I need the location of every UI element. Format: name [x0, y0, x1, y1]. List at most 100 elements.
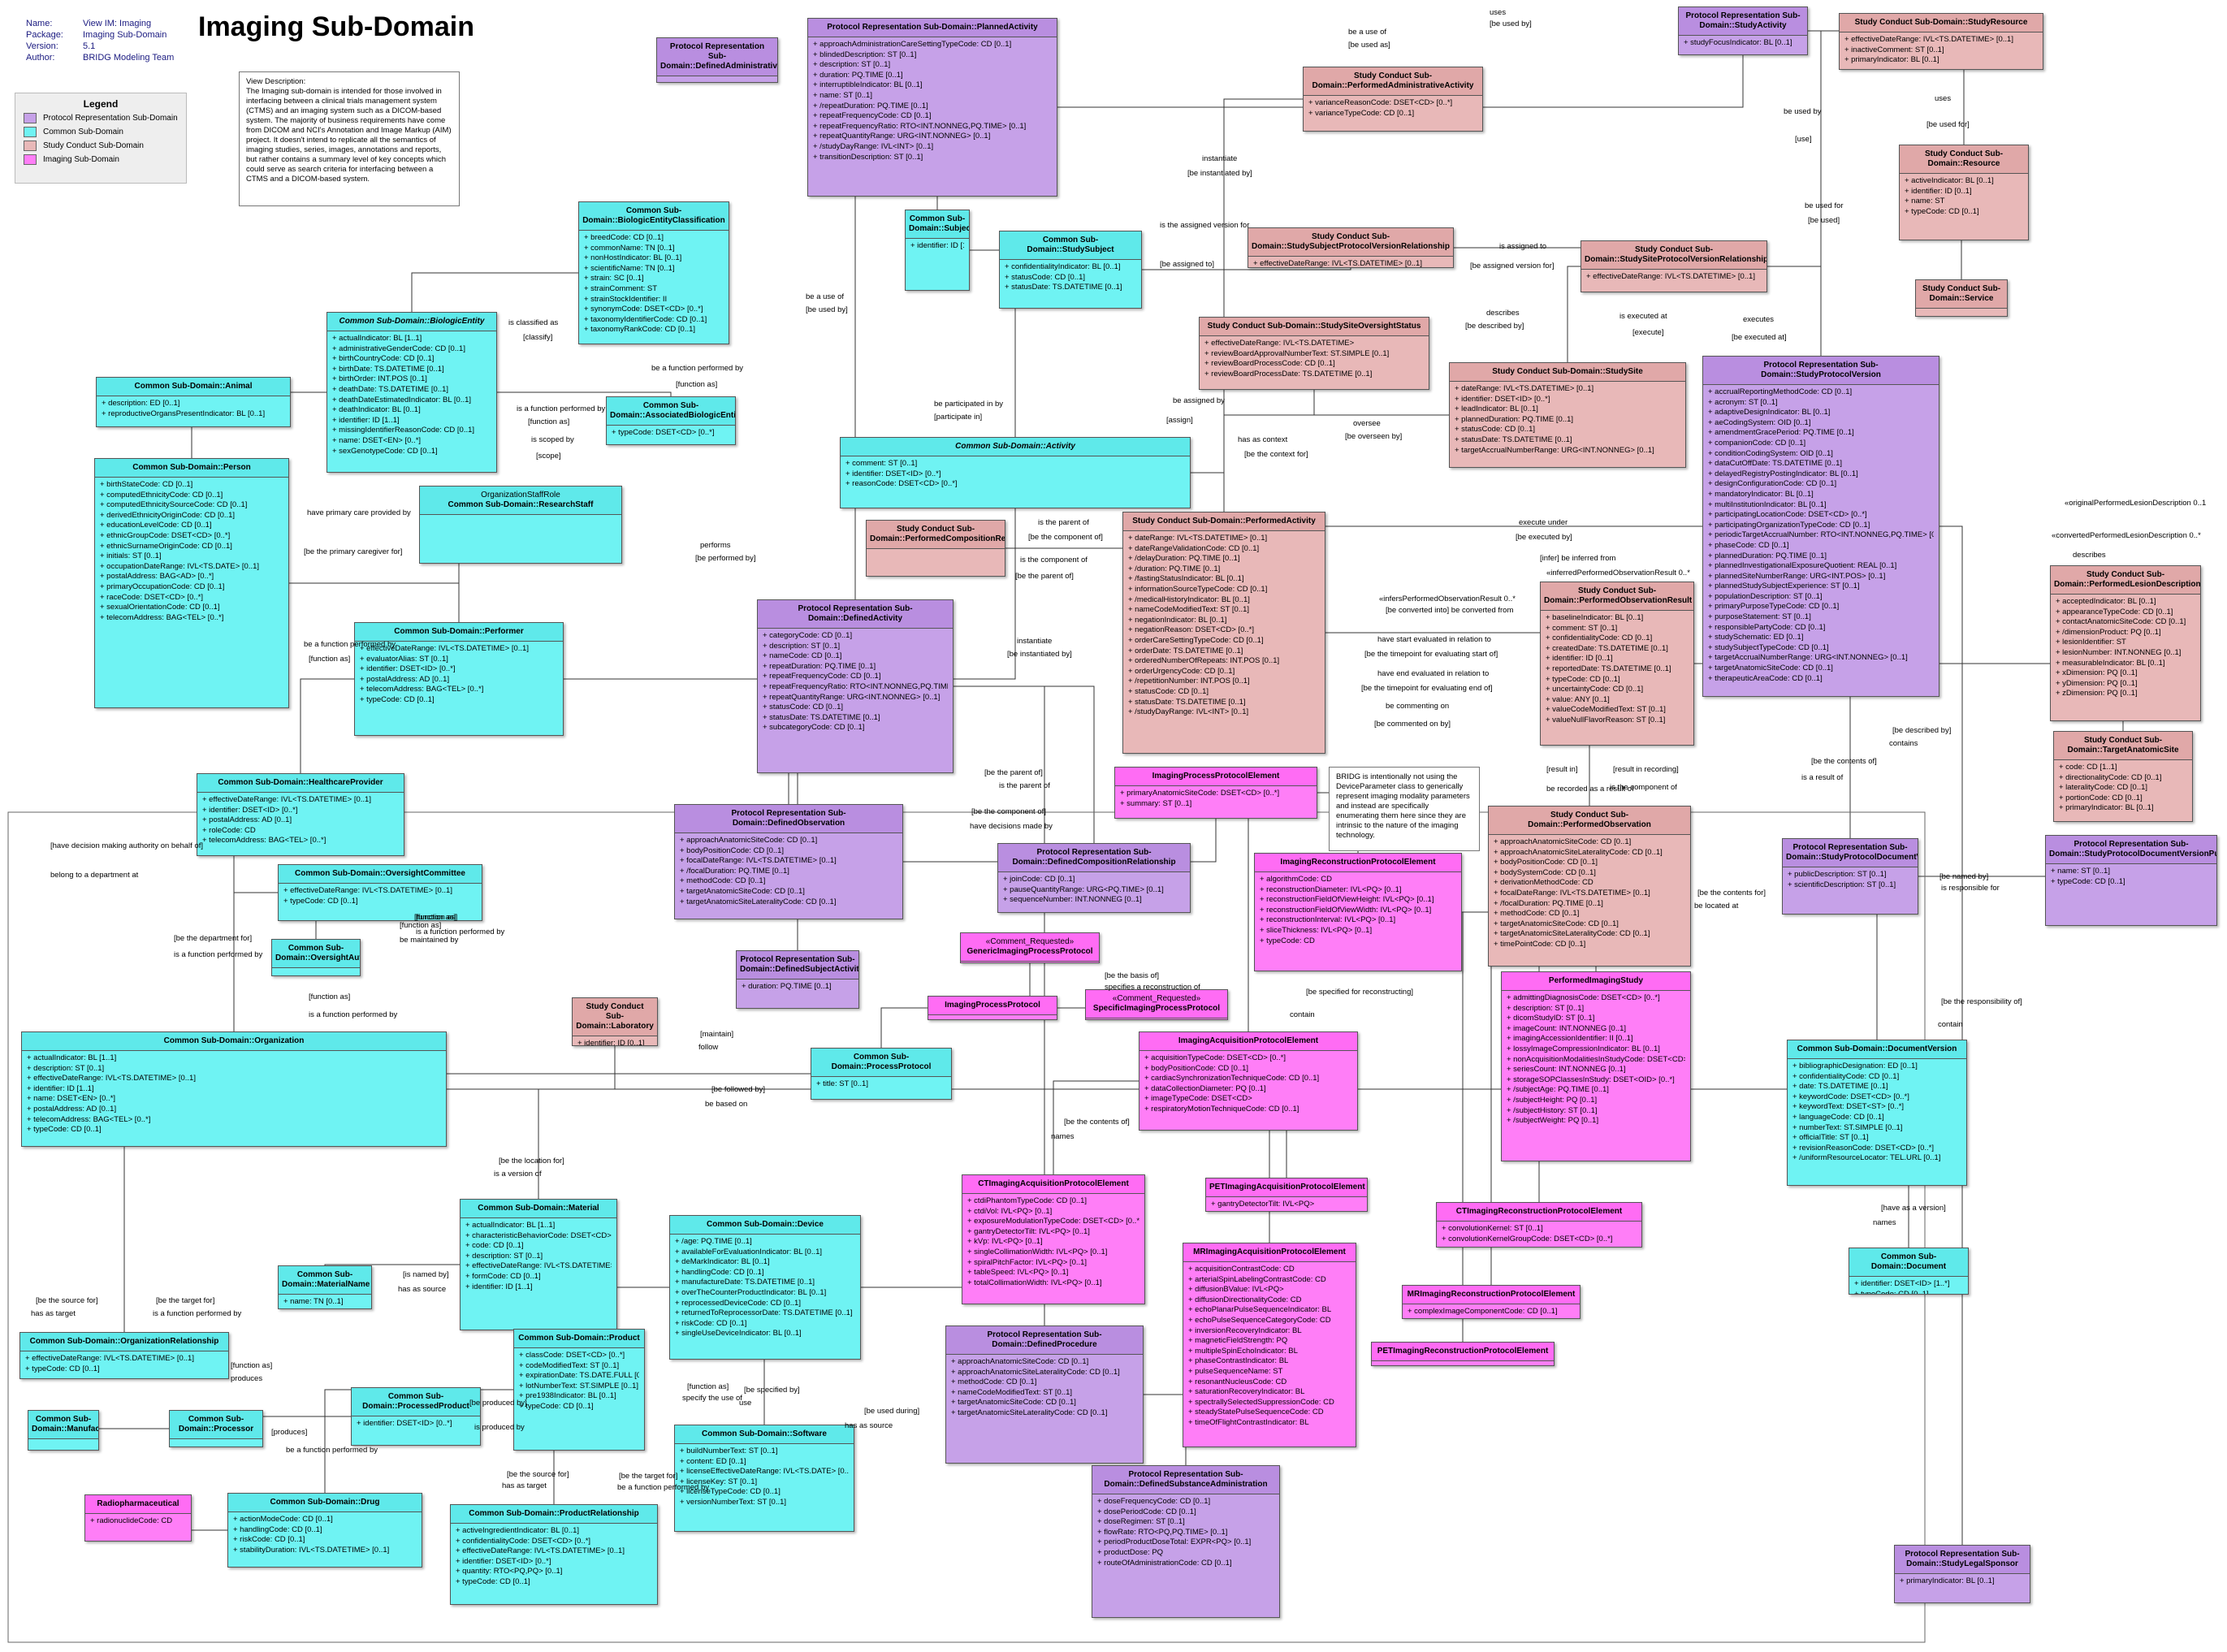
class-cm-material[interactable]: Common Sub-Domain::Material+ actualIndic… [460, 1199, 617, 1330]
class-cm-hcp[interactable]: Common Sub-Domain::HealthcareProvider+ e… [197, 773, 404, 856]
attribute: + telecomAddress: BAG<TEL> [0..*] [202, 836, 326, 845]
attribute: + repeatFrequencyCode: CD [0..1] [813, 111, 932, 121]
attribute: + informationSourceTypeCode: CD [0..1] [1128, 584, 1268, 594]
class-im-recon[interactable]: ImagingReconstructionProtocolElement+ al… [1254, 853, 1462, 971]
class-im-radio[interactable]: Radiopharmaceutical+ radionuclideCode: C… [84, 1494, 192, 1542]
attribute: + lossyImageCompressionIndicator: BL [0.… [1507, 1044, 1660, 1053]
attribute: + tableSpeed: IVL<PQ> [0..1] [967, 1268, 1069, 1278]
class-cm-prodrel[interactable]: Common Sub-Domain::ProductRelationship+ … [450, 1504, 658, 1605]
class-im-proc[interactable]: ImagingProcessProtocol [928, 996, 1057, 1020]
class-pr-planned[interactable]: Protocol Representation Sub-Domain::Plan… [807, 18, 1057, 197]
class-cm-procprod[interactable]: Common Sub-Domain::ProcessedProduct+ ide… [351, 1387, 481, 1446]
class-pr-defcomp[interactable]: Protocol Representation Sub-Domain::Defi… [997, 843, 1191, 913]
class-cm-processor[interactable]: Common Sub-Domain::Processor [169, 1410, 263, 1447]
class-sc-perfadmin[interactable]: Study Conduct Sub-Domain::PerformedAdmin… [1303, 67, 1483, 132]
class-cm-matname[interactable]: Common Sub-Domain::MaterialName+ name: T… [278, 1265, 372, 1309]
class-name: Protocol Representation Sub-Domain::Stud… [1703, 357, 1939, 385]
class-pr-dsag[interactable]: Protocol Representation Sub-Domain::Defi… [736, 950, 859, 1009]
class-cm-activity[interactable]: Common Sub-Domain::Activity+ comment: ST… [840, 437, 1191, 508]
attribute-list: + acquisitionContrastCode: CD+ arterialS… [1183, 1262, 1356, 1431]
class-name-text: Protocol Representation Sub-Domain::Defi… [740, 955, 859, 974]
class-cm-org[interactable]: Common Sub-Domain::Organization+ actualI… [21, 1031, 447, 1147]
class-im-procel[interactable]: ImagingProcessProtocolElement+ primaryAn… [1114, 767, 1317, 819]
class-cm-docver[interactable]: Common Sub-Domain::DocumentVersion+ bibl… [1787, 1040, 1967, 1186]
class-name: Protocol Representation Sub-Domain::Plan… [808, 19, 1057, 37]
class-pr-defadmin[interactable]: Protocol Representation Sub-Domain::Defi… [656, 37, 778, 83]
class-pr-spv[interactable]: Protocol Representation Sub-Domain::Stud… [1702, 356, 1939, 697]
class-cm-product[interactable]: Common Sub-Domain::Product+ classCode: D… [513, 1329, 645, 1451]
class-name-text: Common Sub-Domain::ProcessProtocol [831, 1053, 932, 1071]
class-im-ctrec[interactable]: CTImagingReconstructionProtocolElement+ … [1436, 1202, 1642, 1248]
attribute-list: + gantryDetectorTilt: IVL<PQ> [1206, 1197, 1367, 1211]
class-cm-bioent[interactable]: Common Sub-Domain::BiologicEntity+ actua… [326, 312, 497, 473]
class-sc-sspv[interactable]: Study Conduct Sub-Domain::StudySubjectPr… [1248, 227, 1454, 268]
class-name: Protocol Representation Sub-Domain::Defi… [657, 38, 777, 76]
class-cm-person[interactable]: Common Sub-Domain::Person+ birthStateCod… [94, 458, 289, 708]
class-pr-defact[interactable]: Protocol Representation Sub-Domain::Defi… [757, 599, 954, 773]
class-sc-sspvr[interactable]: Study Conduct Sub-Domain::StudySiteProto… [1581, 240, 1767, 292]
class-name: Common Sub-Domain::ProcessedProduct [352, 1388, 480, 1416]
class-cm-manuf[interactable]: Common Sub-Domain::Manufacturer [28, 1410, 99, 1451]
class-pr-spdv[interactable]: Protocol Representation Sub-Domain::Stud… [1782, 838, 1918, 915]
class-cm-software[interactable]: Common Sub-Domain::Software+ buildNumber… [674, 1425, 854, 1532]
class-cm-biocls[interactable]: Common Sub-Domain::BiologicEntityClassif… [578, 201, 729, 344]
class-pr-studyact[interactable]: Protocol Representation Sub-Domain::Stud… [1678, 6, 1808, 55]
association-label: [be used during] [864, 1407, 920, 1416]
class-name-text: Study Conduct Sub-Domain::StudySiteOvers… [1207, 322, 1421, 331]
class-cm-document[interactable]: Common Sub-Domain::Document+ identifier:… [1849, 1248, 1969, 1295]
class-im-mrrec[interactable]: MRImagingReconstructionProtocolElement+ … [1402, 1285, 1581, 1319]
class-im-cmtreq2[interactable]: «Comment_Requested»SpecificImagingProces… [1085, 989, 1228, 1020]
class-cm-procprot[interactable]: Common Sub-Domain::ProcessProtocol+ titl… [811, 1048, 952, 1100]
class-sc-studysite[interactable]: Study Conduct Sub-Domain::StudySite+ dat… [1449, 362, 1686, 468]
class-im-cmtreq1[interactable]: «Comment_Requested»GenericImagingProcess… [960, 932, 1100, 963]
attribute-list: + ctdiPhantomTypeCode: CD [0..1]+ ctdiVo… [962, 1194, 1144, 1291]
class-sc-perfobsres[interactable]: Study Conduct Sub-Domain::PerformedObser… [1540, 582, 1694, 746]
class-sc-service[interactable]: Study Conduct Sub-Domain::Service [1915, 279, 2008, 317]
class-cm-subject[interactable]: Common Sub-Domain::Subject+ identifier: … [905, 210, 970, 291]
association-label: is the parent of [999, 781, 1050, 790]
class-pr-defobs[interactable]: Protocol Representation Sub-Domain::Defi… [674, 804, 903, 919]
class-name: Common Sub-Domain::Material [461, 1200, 616, 1218]
class-im-petrec[interactable]: PETImagingReconstructionProtocolElement [1371, 1342, 1555, 1366]
class-sc-studyres[interactable]: Study Conduct Sub-Domain::StudyResource+… [1839, 13, 2043, 70]
class-sc-perfobs[interactable]: Study Conduct Sub-Domain::PerformedObser… [1488, 806, 1691, 967]
class-name-text: Common Sub-Domain::OversightAuthority [275, 944, 360, 962]
attribute: + bodyPositionCode: CD [0..1] [680, 845, 785, 855]
attribute: + strainStockIdentifier: II [584, 294, 668, 304]
class-cm-animal[interactable]: Common Sub-Domain::Animal+ description: … [96, 377, 291, 427]
class-cm-drug[interactable]: Common Sub-Domain::Drug+ actionModeCode:… [227, 1493, 422, 1568]
class-pr-sls[interactable]: Protocol Representation Sub-Domain::Stud… [1894, 1545, 2030, 1603]
class-sc-lesion[interactable]: Study Conduct Sub-Domain::PerformedLesio… [2050, 565, 2201, 721]
class-pr-defproc[interactable]: Protocol Representation Sub-Domain::Defi… [945, 1325, 1144, 1464]
class-pr-spdvpt[interactable]: Protocol Representation Sub-Domain::Stud… [2045, 835, 2217, 926]
class-im-perfstudy[interactable]: PerformedImagingStudy+ admittingDiagnosi… [1501, 971, 1691, 1161]
class-sc-sitestatus[interactable]: Study Conduct Sub-Domain::StudySiteOvers… [1199, 317, 1429, 390]
attribute: + phaseCode: CD [0..1] [1708, 540, 1789, 550]
class-cm-studysubj[interactable]: Common Sub-Domain::StudySubject+ confide… [999, 231, 1142, 309]
class-sc-tas[interactable]: Study Conduct Sub-Domain::TargetAnatomic… [2053, 731, 2193, 822]
attribute-list: + joinCode: CD [0..1]+ pauseQuantityRang… [998, 872, 1190, 908]
attribute: + typeCode: DSET<CD> [0..*] [612, 428, 715, 437]
attribute: + imagingAccessionIdentifier: II [0..1] [1507, 1034, 1633, 1044]
class-im-acq[interactable]: ImagingAcquisitionProtocolElement+ acqui… [1139, 1031, 1358, 1131]
class-cm-overauth[interactable]: Common Sub-Domain::OversightAuthority [271, 939, 361, 976]
class-name: Common Sub-Domain::ProductRelationship [451, 1505, 657, 1524]
class-cm-device[interactable]: Common Sub-Domain::Device+ /age: PQ.TIME… [669, 1215, 861, 1360]
class-im-mracq[interactable]: MRImagingAcquisitionProtocolElement+ acq… [1183, 1243, 1356, 1447]
class-cm-oversight[interactable]: Common Sub-Domain::OversightCommittee+ e… [278, 864, 482, 921]
class-im-petacq[interactable]: PETImagingAcquisitionProtocolElement+ ga… [1205, 1178, 1368, 1212]
class-sc-lab[interactable]: Study Conduct Sub-Domain::Laboratory+ id… [572, 997, 658, 1046]
class-sc-perfact[interactable]: Study Conduct Sub-Domain::PerformedActiv… [1122, 512, 1325, 754]
class-cm-orgrel[interactable]: Common Sub-Domain::OrganizationRelations… [19, 1332, 229, 1379]
class-sc-perfcomp[interactable]: Study Conduct Sub-Domain::PerformedCompo… [866, 520, 1005, 577]
class-name: Common Sub-Domain::Organization [22, 1032, 446, 1051]
class-pr-defsubadm[interactable]: Protocol Representation Sub-Domain::Defi… [1092, 1465, 1280, 1618]
class-name-text: Protocol Representation Sub-Domain::Plan… [827, 23, 1038, 32]
class-cm-performer[interactable]: Common Sub-Domain::Performer+ effectiveD… [354, 622, 564, 736]
association-label: [be instantiated by] [1187, 169, 1252, 178]
class-im-ctacq[interactable]: CTImagingAcquisitionProtocolElement+ ctd… [962, 1174, 1145, 1304]
class-cm-assocbio[interactable]: Common Sub-Domain::AssociatedBiologicEnt… [606, 396, 736, 445]
association-label: instantiate [1202, 154, 1238, 163]
class-sc-resource[interactable]: Study Conduct Sub-Domain::Resource+ acti… [1899, 145, 2029, 240]
